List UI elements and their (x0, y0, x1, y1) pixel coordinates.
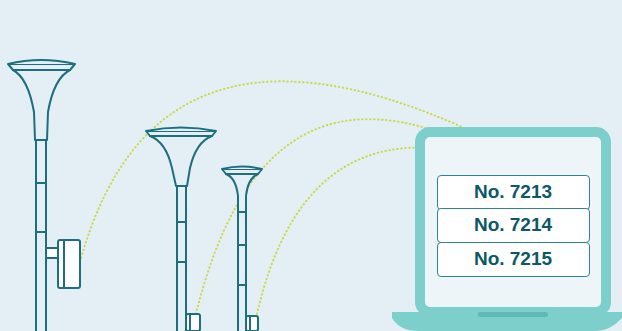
record-row: No. 7213 (437, 175, 590, 210)
street-lamp (146, 128, 216, 331)
record-list: No. 7213No. 7214No. 7215 (437, 176, 590, 277)
laptop (392, 132, 622, 331)
record-row: No. 7214 (437, 208, 590, 243)
record-row: No. 7215 (437, 242, 590, 277)
laptop-notch (478, 312, 548, 317)
laptop-screen (420, 132, 606, 312)
record-number: No. 7214 (474, 215, 552, 236)
laptop-base (392, 312, 622, 331)
street-lamp (8, 60, 80, 331)
record-number: No. 7213 (474, 182, 552, 203)
street-lamp (222, 167, 262, 331)
record-number: No. 7215 (474, 249, 552, 270)
